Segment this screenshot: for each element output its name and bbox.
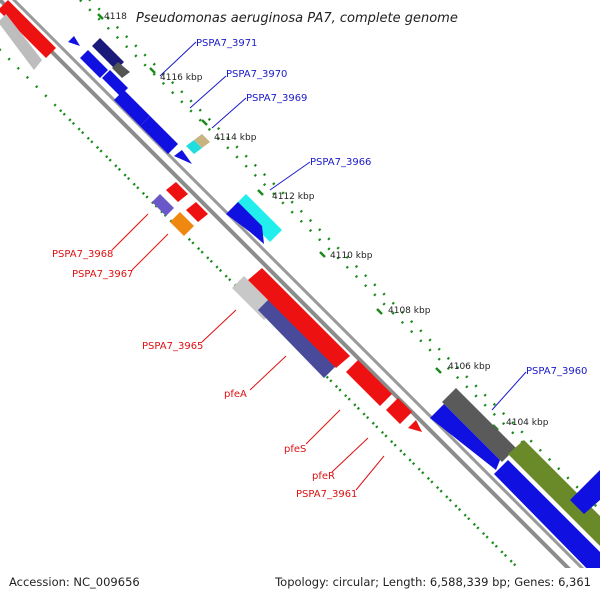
gene-forward-b[interactable]	[80, 50, 108, 78]
gene-label-pfeR[interactable]: pfeR	[312, 471, 335, 482]
gene-label-PSPA7_3960[interactable]: PSPA7_3960	[526, 366, 587, 377]
gene-pfeA[interactable]	[258, 296, 338, 378]
gene-pfeR[interactable]	[346, 360, 392, 406]
tick-marks	[97, 13, 499, 431]
gene-label-PSPA7_3961[interactable]: PSPA7_3961	[296, 489, 357, 500]
tick-label-4118: 4118	[104, 12, 127, 22]
gene-label-PSPA7_3969[interactable]: PSPA7_3969	[246, 93, 307, 104]
gene-3960[interactable]	[442, 388, 516, 462]
map-title: Pseudomonas aeruginosa PA7, complete gen…	[136, 11, 458, 26]
reverse-genes	[0, 0, 422, 432]
gene-label-PSPA7_3967[interactable]: PSPA7_3967	[72, 269, 133, 280]
forward-genes	[68, 36, 600, 582]
tick-label-4108: 4108 kbp	[388, 306, 431, 316]
gene-pfeS[interactable]	[248, 268, 350, 368]
gene-label-PSPA7_3968[interactable]: PSPA7_3968	[52, 249, 113, 260]
tick-label-4114: 4114 kbp	[214, 133, 257, 143]
gene-forward-d[interactable]	[174, 150, 192, 164]
gene-red-tiny[interactable]	[408, 420, 422, 432]
gene-forward-e[interactable]	[226, 202, 264, 244]
gene-3968[interactable]	[152, 194, 174, 216]
gene-grey-small[interactable]	[112, 62, 130, 78]
gene-reverse-a[interactable]	[0, 0, 56, 58]
gene-forward-a[interactable]	[92, 38, 124, 70]
gene-label-PSPA7_3970[interactable]: PSPA7_3970	[226, 69, 287, 80]
genome-summary-text: Topology: circular; Length: 6,588,339 bp…	[275, 575, 591, 589]
tick-label-4112: 4112 kbp	[272, 192, 315, 202]
gene-olive[interactable]	[508, 440, 600, 546]
gene-3971[interactable]	[68, 36, 80, 46]
gene-3966[interactable]	[234, 194, 282, 242]
tick-label-4116: 4116 kbp	[160, 73, 203, 83]
tick-label-4106: 4106 kbp	[448, 362, 491, 372]
gene-label-pfeS[interactable]: pfeS	[284, 444, 306, 455]
gene-3969[interactable]	[114, 90, 150, 126]
gene-label-pfeA[interactable]: pfeA	[224, 389, 247, 400]
gene-3961[interactable]	[386, 398, 412, 424]
gene-red-small-1[interactable]	[166, 182, 188, 202]
gene-forward-f[interactable]	[430, 404, 500, 470]
gene-forward-h[interactable]	[570, 470, 600, 514]
accession-text: Accession: NC_009656	[9, 575, 140, 589]
gene-3967[interactable]	[170, 212, 194, 236]
gene-label-PSPA7_3966[interactable]: PSPA7_3966	[310, 157, 371, 168]
gene-label-PSPA7_3971[interactable]: PSPA7_3971	[196, 38, 257, 49]
gene-forward-g[interactable]	[494, 460, 600, 582]
gene-reverse-b[interactable]	[0, 14, 42, 70]
tick-label-4104: 4104 kbp	[506, 418, 549, 428]
gene-tan-small[interactable]	[194, 134, 210, 148]
tick-label-4110: 4110 kbp	[330, 251, 373, 261]
gene-3970[interactable]	[102, 70, 128, 96]
gene-forward-c[interactable]	[140, 116, 178, 154]
label-leaders	[111, 41, 527, 491]
gene-red-small-2[interactable]	[186, 202, 208, 222]
gene-label-PSPA7_3965[interactable]: PSPA7_3965	[142, 341, 203, 352]
gene-cyan-small[interactable]	[186, 140, 202, 154]
